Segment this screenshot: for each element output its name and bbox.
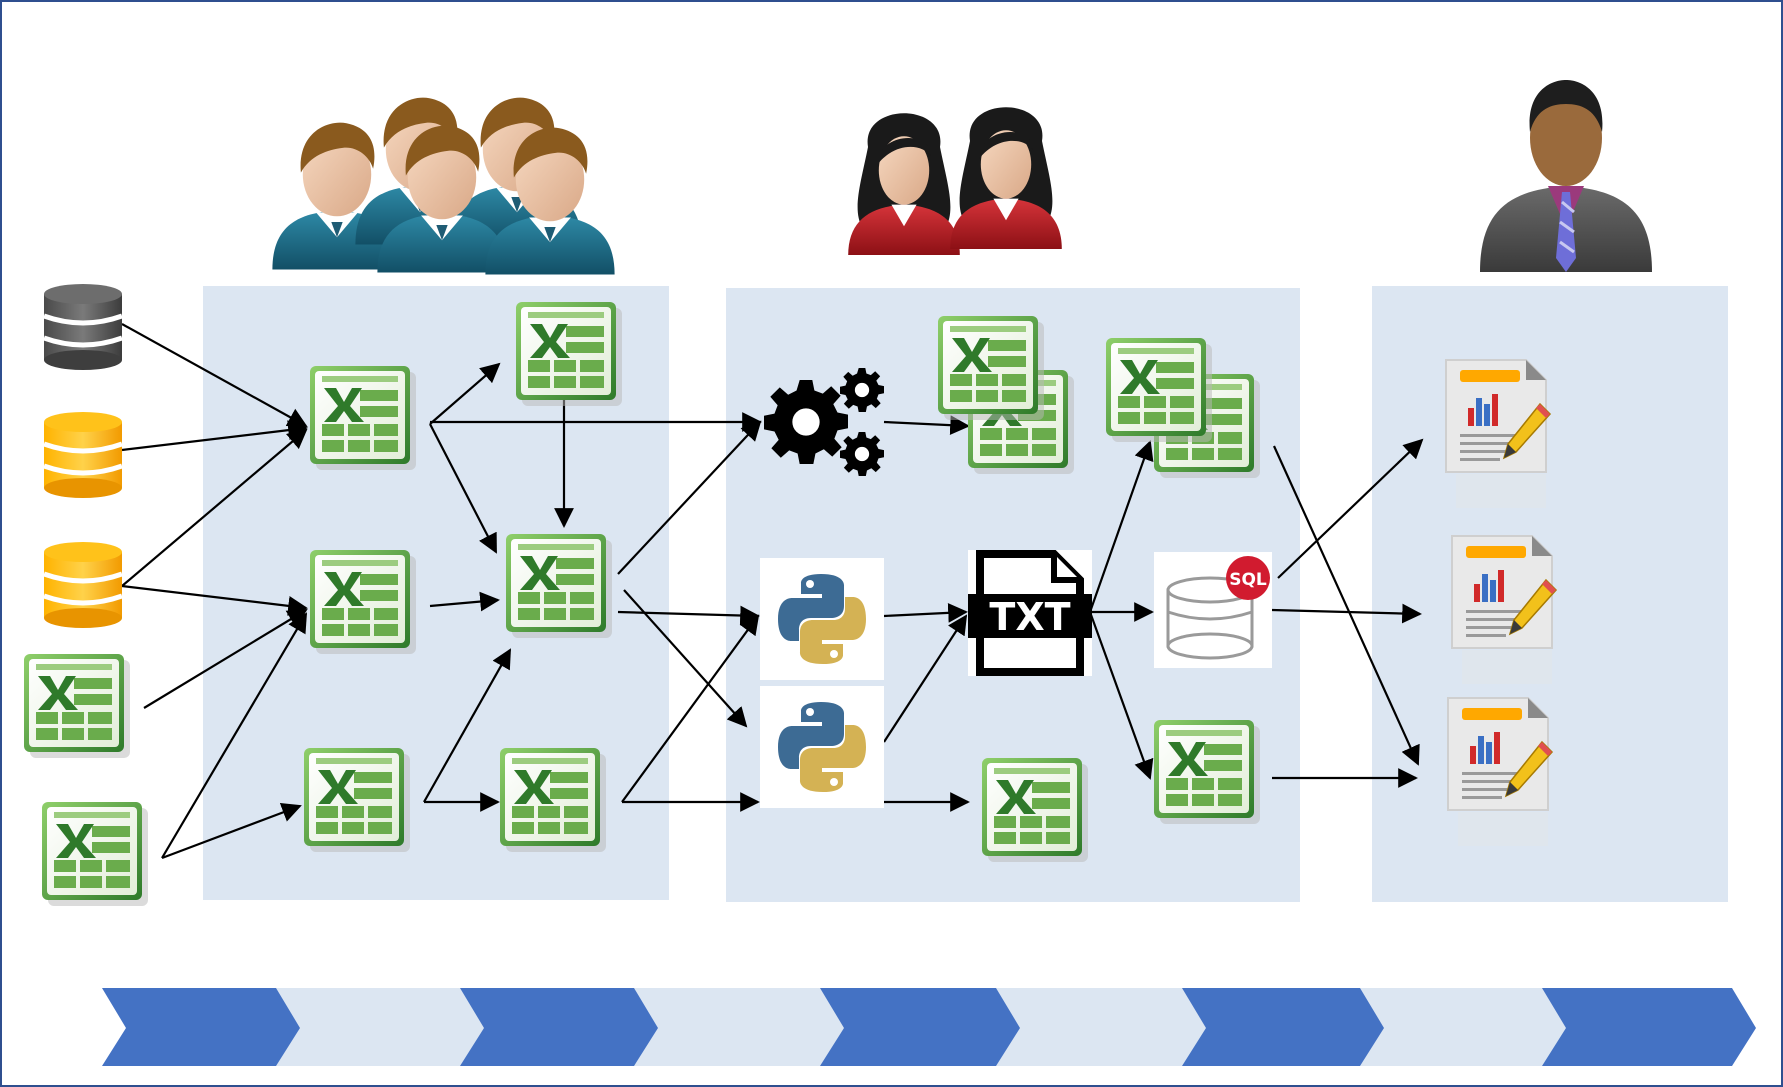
process-chevron-bar xyxy=(102,988,1756,1066)
excel-file-icon xyxy=(500,748,606,852)
user-group-icon xyxy=(272,97,615,275)
chevron-step xyxy=(1182,988,1396,1066)
excel-file-icon xyxy=(506,534,612,638)
report-icon xyxy=(1451,535,1557,685)
sql-label: SQL xyxy=(1229,570,1267,590)
chevron-step xyxy=(276,988,496,1066)
excel-file-icon xyxy=(1154,720,1260,824)
excel-file-icon xyxy=(42,802,148,906)
txt-file-icon: TXT xyxy=(968,550,1092,676)
report-icon xyxy=(1445,359,1551,509)
report-icon xyxy=(1447,697,1553,847)
excel-file-icon xyxy=(982,758,1088,862)
txt-label: TXT xyxy=(989,595,1070,639)
database-icon xyxy=(44,284,122,370)
excel-file-icon xyxy=(310,366,416,470)
chevron-step xyxy=(820,988,1032,1066)
sql-database-icon: SQL xyxy=(1154,552,1272,668)
excel-file-icon xyxy=(516,302,622,406)
chevron-step xyxy=(1542,988,1756,1066)
chevron-step xyxy=(460,988,670,1066)
user-group-icon xyxy=(848,107,1062,255)
python-icon xyxy=(760,558,884,680)
flow-arrows xyxy=(121,323,1424,860)
excel-file-icon xyxy=(310,550,416,654)
chevron-step xyxy=(102,988,312,1066)
chevron-step xyxy=(996,988,1218,1066)
chevron-step xyxy=(1360,988,1578,1066)
database-icon xyxy=(44,412,122,498)
chevron-step xyxy=(634,988,856,1066)
excel-file-icon xyxy=(24,654,130,758)
python-icon xyxy=(760,686,884,808)
manager-icon xyxy=(1480,80,1652,272)
excel-file-icon xyxy=(304,748,410,852)
database-icon xyxy=(44,542,122,628)
